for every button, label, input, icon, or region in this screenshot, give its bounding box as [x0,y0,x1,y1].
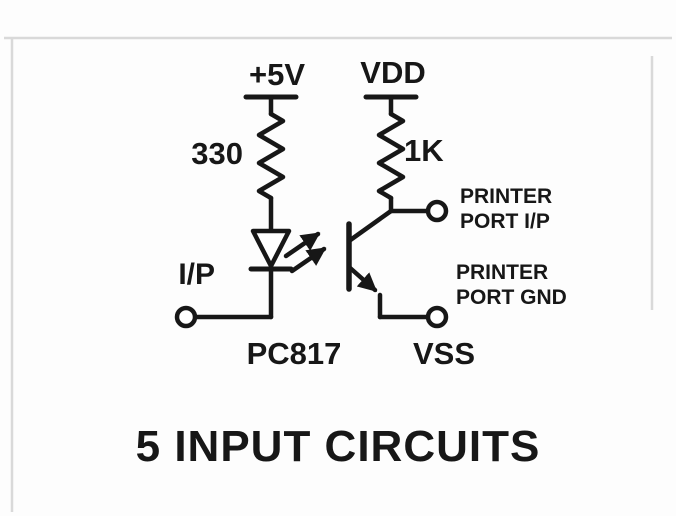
label-printer-port-ip-line1: PRINTER [460,185,552,208]
printer-port-gnd-terminal [425,305,449,329]
label-ic-pc817: PC817 [247,336,342,371]
label-printer-port-gnd-line2: PORT GND [456,286,567,309]
diagram-labels: +5V VDD 330 1K PRINTER PORT I/P PRINTER … [136,55,567,471]
label-printer-port-gnd-line1: PRINTER [456,261,548,284]
resistor-1k-symbol [376,111,406,201]
phototransistor-symbol [346,208,394,320]
label-supply-right: VDD [360,55,425,90]
input-terminal [174,305,198,329]
label-printer-port-ip-line2: PORT I/P [460,210,550,233]
label-supply-left: +5V [249,57,305,92]
led-symbol [194,228,294,320]
light-coupling-arrows [283,231,327,274]
label-vss: VSS [413,336,475,371]
label-input: I/P [178,258,215,291]
resistor-330-symbol [256,111,286,201]
label-resistor-1k: 1K [404,133,444,168]
scan-edge-artifacts [4,36,672,512]
circuit-art [174,94,449,329]
left-supply-rail [243,94,299,234]
transistor-emitter [346,264,378,293]
caption: 5 INPUT CIRCUITS [136,422,541,471]
printer-port-ip-terminal [425,199,449,223]
label-resistor-330: 330 [191,136,243,171]
transistor-collector [346,208,394,244]
